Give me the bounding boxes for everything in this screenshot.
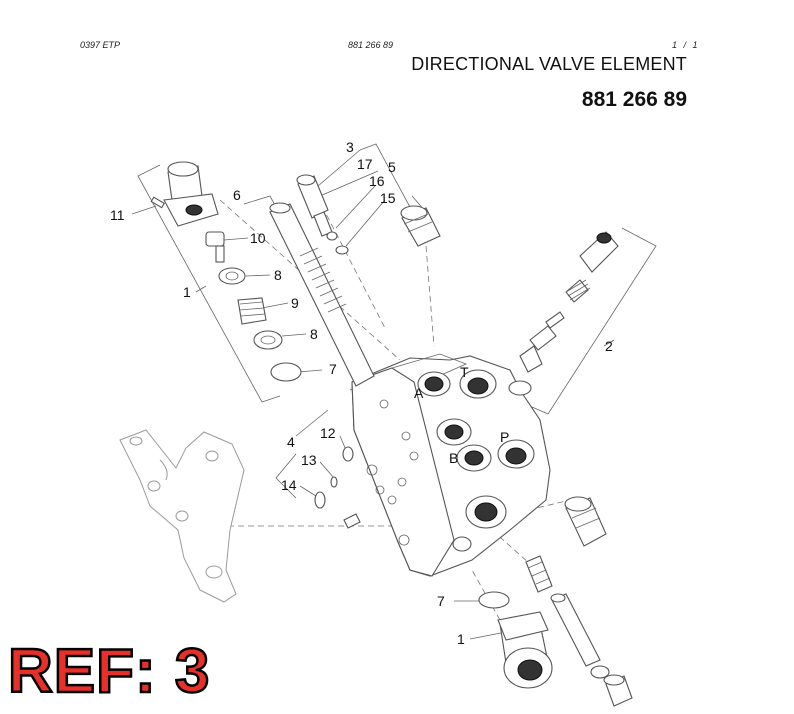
callout-1-upper: 1 bbox=[183, 284, 191, 300]
callout-numbers: 1 2 3 4 5 6 7 7 8 8 9 10 11 12 13 14 15 … bbox=[110, 139, 613, 647]
callout-14: 14 bbox=[281, 477, 297, 493]
callout-12: 12 bbox=[320, 425, 336, 441]
port-label-t: T bbox=[460, 364, 469, 380]
leader-lines bbox=[131, 143, 657, 640]
spool bbox=[269, 202, 375, 387]
callout-3: 3 bbox=[346, 139, 354, 155]
valve-body bbox=[351, 353, 551, 577]
callout-13: 13 bbox=[301, 452, 317, 468]
header-part-number: 881 266 89 bbox=[348, 40, 394, 50]
seal-kit bbox=[314, 446, 361, 529]
callout-6: 6 bbox=[233, 187, 241, 203]
callout-4: 4 bbox=[287, 434, 295, 450]
ref-label: REF: 3 bbox=[7, 637, 211, 706]
callout-7-upper: 7 bbox=[329, 361, 337, 377]
callout-16: 16 bbox=[369, 173, 385, 189]
callout-1-lower: 1 bbox=[457, 631, 465, 647]
spool-end-assembly bbox=[150, 161, 302, 382]
mounting-bracket bbox=[119, 429, 245, 603]
port-label-p: P bbox=[500, 429, 509, 445]
callout-8-lower: 8 bbox=[310, 326, 318, 342]
callout-15: 15 bbox=[380, 190, 396, 206]
port-label-b: B bbox=[449, 450, 458, 466]
callout-8-upper: 8 bbox=[274, 267, 282, 283]
lower-spool-end-assembly bbox=[478, 496, 633, 707]
callout-7-lower: 7 bbox=[437, 593, 445, 609]
callout-9: 9 bbox=[291, 295, 299, 311]
page-title: DIRECTIONAL VALVE ELEMENT bbox=[411, 54, 687, 74]
header-code: 0397 ETP bbox=[80, 40, 121, 50]
callout-2: 2 bbox=[605, 338, 613, 354]
callout-11: 11 bbox=[110, 207, 125, 223]
port-label-a: A bbox=[414, 385, 424, 401]
port-letters: A B T P bbox=[414, 364, 509, 466]
load-check-assembly bbox=[508, 231, 619, 396]
part-number: 881 266 89 bbox=[581, 88, 687, 111]
callout-5: 5 bbox=[388, 159, 396, 175]
relief-valve-assembly bbox=[296, 174, 441, 255]
callout-17: 17 bbox=[357, 156, 373, 172]
callout-10: 10 bbox=[250, 230, 266, 246]
page-indicator: 1 / 1 bbox=[672, 40, 698, 50]
